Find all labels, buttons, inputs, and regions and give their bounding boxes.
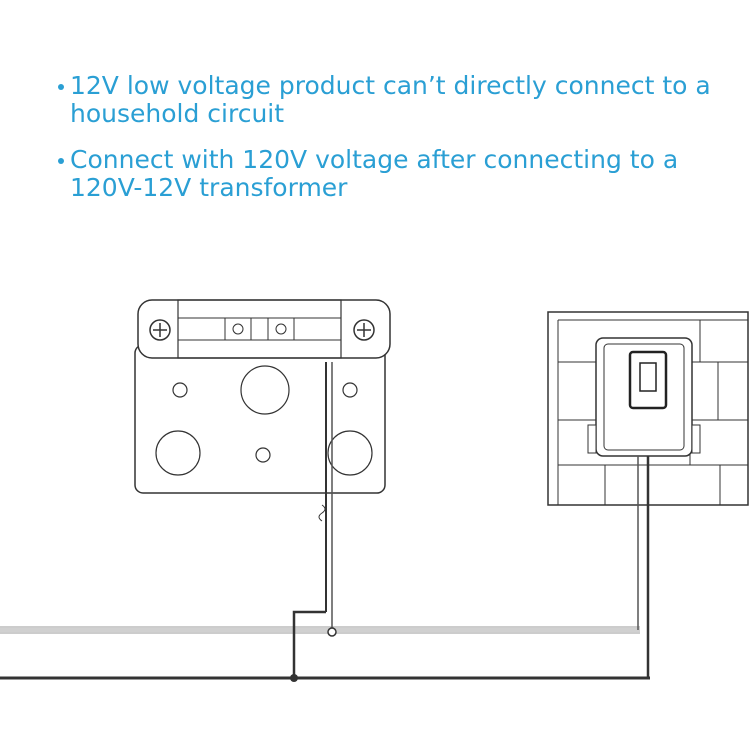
- plate-hole: [172, 382, 188, 398]
- wire-twist: [318, 504, 326, 522]
- info-notes: 12V low voltage product can’t directly c…: [48, 72, 728, 220]
- fixture-top-bracket: [137, 299, 391, 359]
- note-low-voltage-text: 12V low voltage product can’t directly c…: [70, 71, 711, 128]
- terminal-block: [177, 299, 342, 359]
- transformer-clip-left: [587, 424, 597, 454]
- bullet-icon: [58, 158, 64, 164]
- switch-rocker-icon: [639, 362, 657, 392]
- fixture-plate: [134, 344, 386, 494]
- note-low-voltage: 12V low voltage product can’t directly c…: [48, 72, 728, 128]
- transformer-clip-right: [691, 424, 701, 454]
- note-transformer: Connect with 120V voltage after connecti…: [48, 146, 728, 202]
- mains-lines: [0, 626, 650, 680]
- bullet-icon: [58, 84, 64, 90]
- plate-hole: [240, 365, 290, 415]
- junction-node-light: [327, 627, 337, 637]
- terminal-screw-icon: [275, 323, 287, 335]
- fixture-wire-to-ground: [292, 610, 326, 678]
- plate-hole: [155, 430, 201, 476]
- junction-node-dark: [290, 674, 298, 682]
- light-fixture: [134, 299, 391, 494]
- mount-screw-right-icon: [353, 319, 375, 341]
- note-transformer-text: Connect with 120V voltage after connecti…: [70, 145, 679, 202]
- plate-hole: [327, 430, 373, 476]
- terminal-screw-box: [267, 317, 295, 341]
- transformer: [587, 337, 701, 457]
- transformer-inner: [603, 343, 685, 451]
- plate-hole: [255, 447, 271, 463]
- terminal-screw-icon: [232, 323, 244, 335]
- terminal-screw-box: [224, 317, 252, 341]
- wires: [290, 362, 650, 682]
- mount-screw-left-icon: [149, 319, 171, 341]
- plate-hole: [342, 382, 358, 398]
